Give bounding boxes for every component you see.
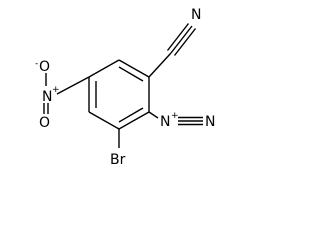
nitro-oxygen-bottom-label: O (39, 115, 50, 131)
bromine-group: Br (110, 129, 126, 168)
triple-bond-line-3 (173, 28, 197, 56)
triple-bond-line-1 (170, 25, 193, 54)
nitrile-group: N (148, 7, 201, 78)
benzene-ring (88, 59, 150, 130)
nitro-nitrogen-label: N (42, 89, 52, 105)
diazonium-nitrogen-2-label: N (205, 114, 215, 130)
nitrile-nitrogen-label: N (191, 7, 201, 23)
ring-bond-c2-c3 (118, 59, 150, 78)
bond-ring-nitro-n (56, 76, 90, 95)
bond-ring-nitrile-c (148, 52, 172, 78)
bromine-label: Br (110, 152, 126, 168)
triple-bond-line-2 (166, 23, 190, 51)
ring-bond-c6-c1 (118, 111, 150, 130)
nitro-oxygen-top-label: O (39, 59, 50, 75)
diazonium-group: N + N (148, 111, 215, 130)
ring-bond-c3-c4 (88, 59, 120, 78)
nitro-nitrogen-charge: + (52, 85, 60, 95)
ring-bond-c5-c6 (88, 111, 120, 130)
diazonium-charge: + (171, 111, 179, 121)
ring-double-bond-c6-c1 (118, 107, 144, 123)
diazonium-nitrogen-1-label: N (160, 114, 170, 130)
nitro-group: N + O - O (35, 59, 90, 131)
bond-ring-diazonium-n (148, 111, 159, 119)
ring-double-bond-c2-c3 (118, 66, 144, 82)
molecule-structure: N N + N N + O - O Br (35, 7, 215, 168)
nitro-oxygen-top-charge: - (35, 59, 38, 69)
